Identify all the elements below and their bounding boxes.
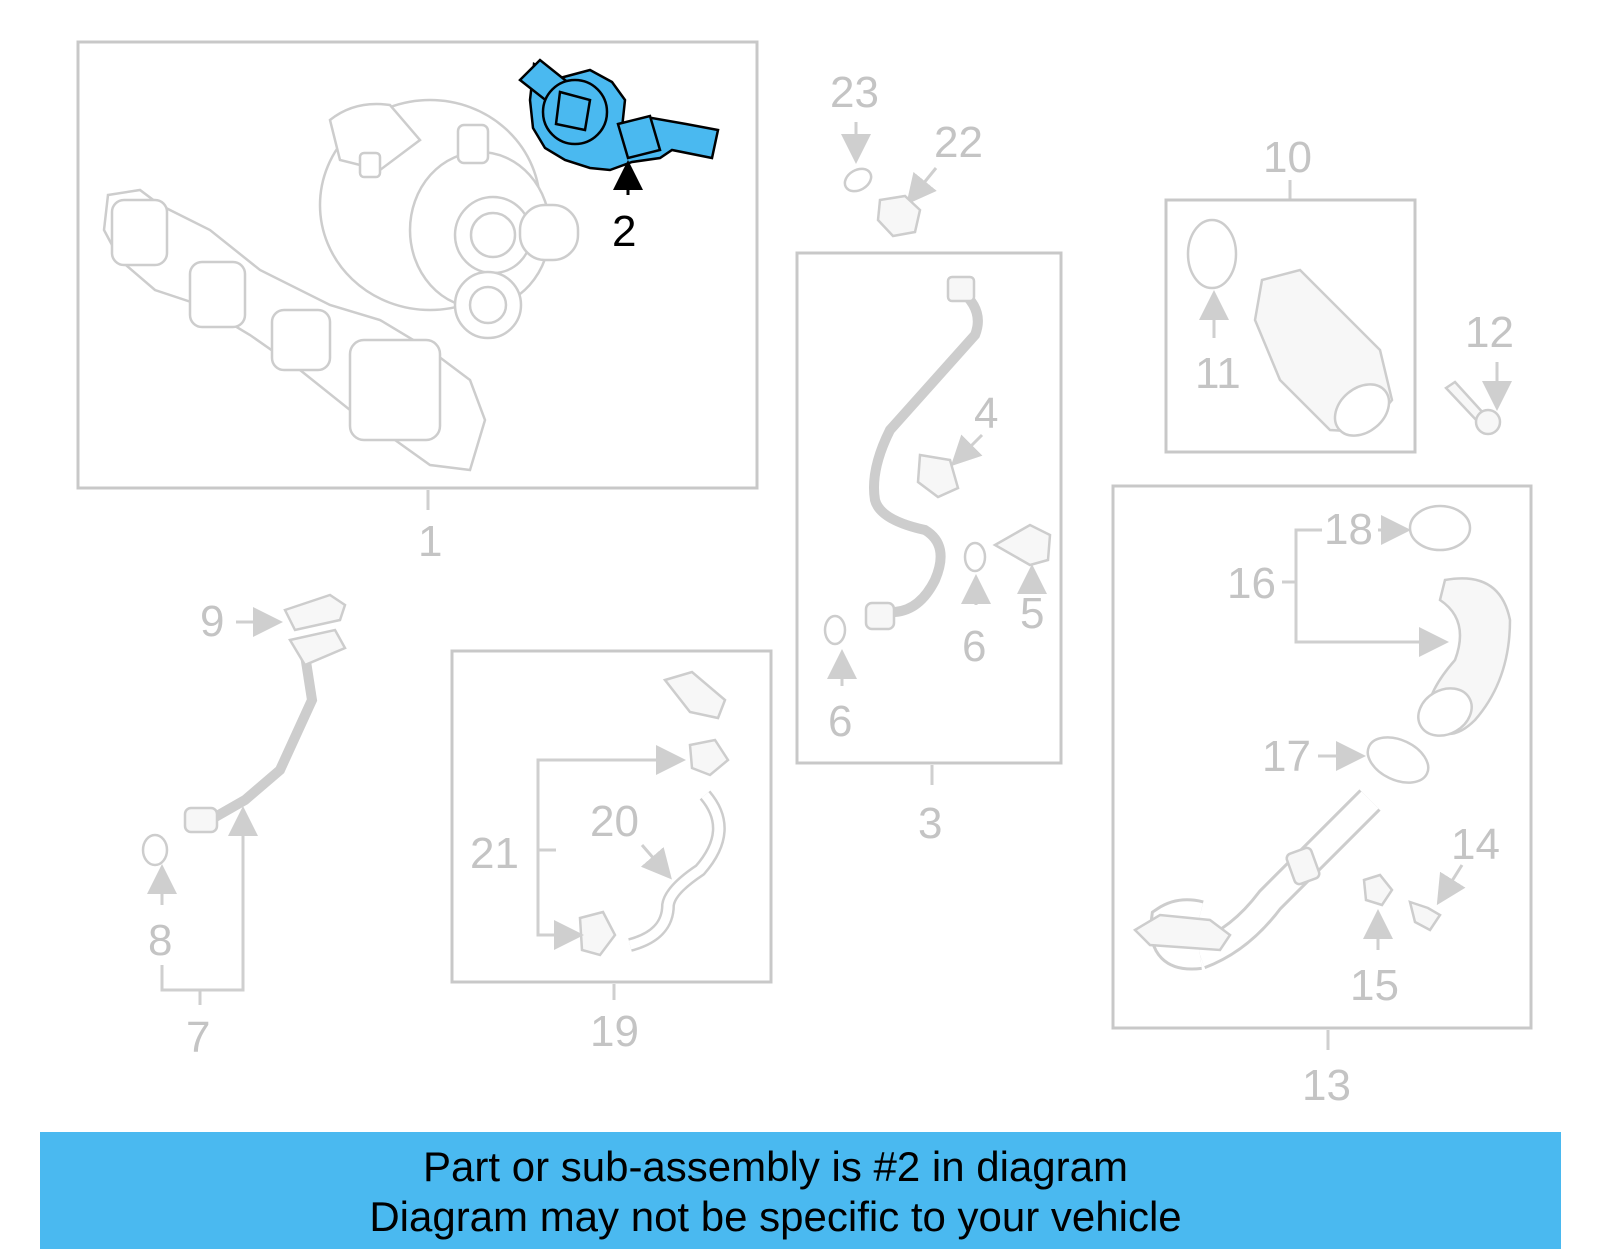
callout-4: 4 xyxy=(974,389,998,438)
part-12-group: 12 xyxy=(1444,308,1514,436)
info-banner: Part or sub-assembly is #2 in diagram Di… xyxy=(40,1132,1561,1249)
callout-14: 14 xyxy=(1451,820,1500,869)
part-17-clamp xyxy=(1366,736,1430,784)
part-19-sensor xyxy=(662,670,727,720)
manifold-flange-1 xyxy=(110,198,169,267)
callout-7: 7 xyxy=(186,1013,210,1062)
manifold-flange-4 xyxy=(348,338,442,442)
part-2-actuator-highlighted xyxy=(518,58,720,172)
part-18-clamp xyxy=(1408,504,1472,552)
turbo-top-bracket xyxy=(328,102,422,172)
parts-22-23-group: 23 22 xyxy=(830,68,983,238)
manifold-flange-3 xyxy=(270,308,332,372)
oil-return-group: 9 8 7 xyxy=(141,593,347,1062)
banner-line-1: Part or sub-assembly is #2 in diagram xyxy=(423,1143,1128,1190)
turbo-mount-tab xyxy=(456,123,490,165)
callout-5: 5 xyxy=(1020,589,1044,638)
callout-21-bracket-top xyxy=(536,745,686,853)
callout-16-bracket xyxy=(1294,528,1449,657)
intake-hose-group: 10 11 xyxy=(1164,133,1417,454)
callout-9: 9 xyxy=(200,597,224,646)
callout-3: 3 xyxy=(918,799,942,848)
part-4-clip xyxy=(916,453,960,499)
part-14-bolt xyxy=(1408,900,1442,932)
callout-4-arrow xyxy=(950,433,984,467)
part-21-clamp-top xyxy=(688,738,730,777)
callout-22: 22 xyxy=(934,118,983,167)
part-3-bottom-fitting xyxy=(864,601,896,631)
part-22-fitting xyxy=(876,194,922,238)
callout-6b: 6 xyxy=(828,697,852,746)
callout-21: 21 xyxy=(470,829,519,878)
part-6-washer-b xyxy=(823,614,847,646)
callout-20-arrow xyxy=(640,844,672,880)
callout-7-bracket xyxy=(160,806,258,992)
part-16-hose-end xyxy=(1417,687,1473,737)
charge-air-group: 18 16 17 14 15 13 xyxy=(1111,484,1533,1110)
part-3-oil-line xyxy=(869,286,983,617)
callout-22-arrow xyxy=(906,167,938,205)
callout-2: 2 xyxy=(612,207,636,256)
callout-16: 16 xyxy=(1227,559,1276,608)
compressor-inlet-inner xyxy=(469,211,517,259)
callout-1: 1 xyxy=(418,517,442,566)
manifold-flange-2 xyxy=(188,260,247,329)
turbocharger-drawing xyxy=(102,98,580,472)
vacuum-hose-group: 20 21 19 xyxy=(450,649,773,1056)
part-7-flange xyxy=(288,628,347,667)
part-8-washer xyxy=(141,833,169,867)
callout-23: 23 xyxy=(830,68,879,117)
part-10-hose-end xyxy=(1333,383,1391,437)
oil-line-group: 4 5 6 6 3 xyxy=(795,251,1063,848)
part-9-gasket xyxy=(283,593,347,632)
compressor-outlet xyxy=(518,203,580,262)
callout-10: 10 xyxy=(1263,133,1312,182)
turbine-outlet-inner xyxy=(468,285,508,325)
callout-8: 8 xyxy=(148,916,172,965)
callout-18: 18 xyxy=(1324,505,1373,554)
turbo-bolt xyxy=(358,151,382,179)
part-11-seal xyxy=(1186,218,1238,290)
part-7-end-fitting xyxy=(183,806,219,834)
turbocharger-assembly-group: 2 1 xyxy=(76,40,759,566)
callout-12: 12 xyxy=(1465,308,1514,357)
banner-line-2: Diagram may not be specific to your vehi… xyxy=(369,1193,1182,1240)
callout-17: 17 xyxy=(1262,732,1311,781)
part-13-flange xyxy=(1132,913,1232,952)
callout-6a: 6 xyxy=(962,622,986,671)
callout-21-bracket-bottom xyxy=(536,853,584,950)
part-7-return-line xyxy=(207,654,318,825)
callout-15: 15 xyxy=(1350,961,1399,1010)
part-3-top-fitting xyxy=(946,275,976,303)
callout-19: 19 xyxy=(590,1007,639,1056)
part-13-duct-inner xyxy=(1195,791,1379,967)
part-6-washer-a xyxy=(963,541,987,573)
callout-14-arrow xyxy=(1436,864,1466,906)
callout-20: 20 xyxy=(590,797,639,846)
part-20-hose-inner xyxy=(628,792,724,950)
callout-11: 11 xyxy=(1195,349,1241,398)
part-12-bolt-head xyxy=(1474,408,1502,436)
part-13-bracket xyxy=(1285,846,1321,886)
part-15-grommet xyxy=(1362,873,1394,907)
part-5-bolt xyxy=(992,523,1052,567)
oil-line-box xyxy=(795,251,1063,765)
part-23-o-ring xyxy=(843,167,873,193)
callout-13: 13 xyxy=(1302,1061,1351,1110)
